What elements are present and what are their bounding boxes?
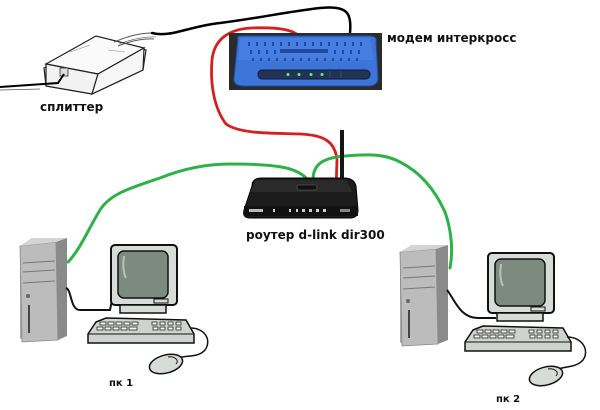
modem-led bbox=[297, 73, 301, 76]
pc2-keyboard bbox=[464, 325, 572, 352]
cable-router-pc1 bbox=[66, 162, 310, 264]
router-label: роутер d-link dir300 bbox=[246, 228, 385, 242]
modem-vents bbox=[248, 42, 362, 61]
router-brand bbox=[249, 209, 263, 212]
pc1-keyboard bbox=[87, 317, 195, 344]
modem-led bbox=[286, 73, 290, 76]
router-antenna bbox=[340, 130, 344, 182]
router-device bbox=[243, 130, 359, 219]
modem-device bbox=[229, 33, 382, 90]
splitter-device bbox=[43, 32, 157, 96]
router-leds bbox=[273, 209, 326, 212]
cable-modem-router bbox=[210, 26, 339, 192]
pc2-monitor bbox=[487, 252, 555, 322]
splitter-label: сплиттер bbox=[40, 100, 104, 114]
pc1-monitor bbox=[110, 244, 178, 314]
pc2-mouse bbox=[528, 365, 564, 387]
pc1-computer bbox=[19, 238, 209, 375]
cable-phone-line bbox=[0, 73, 65, 88]
pc1-label: пк 1 bbox=[109, 378, 134, 389]
pc2-tower bbox=[399, 245, 448, 347]
modem-led-panel bbox=[257, 69, 371, 80]
cable-router-pc2 bbox=[311, 153, 454, 270]
pc2-label: пк 2 bbox=[496, 394, 521, 405]
modem-led bbox=[309, 73, 313, 76]
cable-splitter-modem bbox=[150, 6, 352, 36]
pc1-tower bbox=[19, 238, 67, 343]
pc1-mouse bbox=[148, 353, 184, 375]
router-model bbox=[340, 209, 350, 212]
pc2-computer bbox=[399, 245, 587, 387]
splitter-port bbox=[59, 67, 69, 77]
modem-led bbox=[320, 73, 324, 76]
modem-logo bbox=[280, 49, 328, 53]
modem-label: модем интеркросс bbox=[387, 31, 517, 45]
router-logo-badge bbox=[296, 184, 318, 191]
